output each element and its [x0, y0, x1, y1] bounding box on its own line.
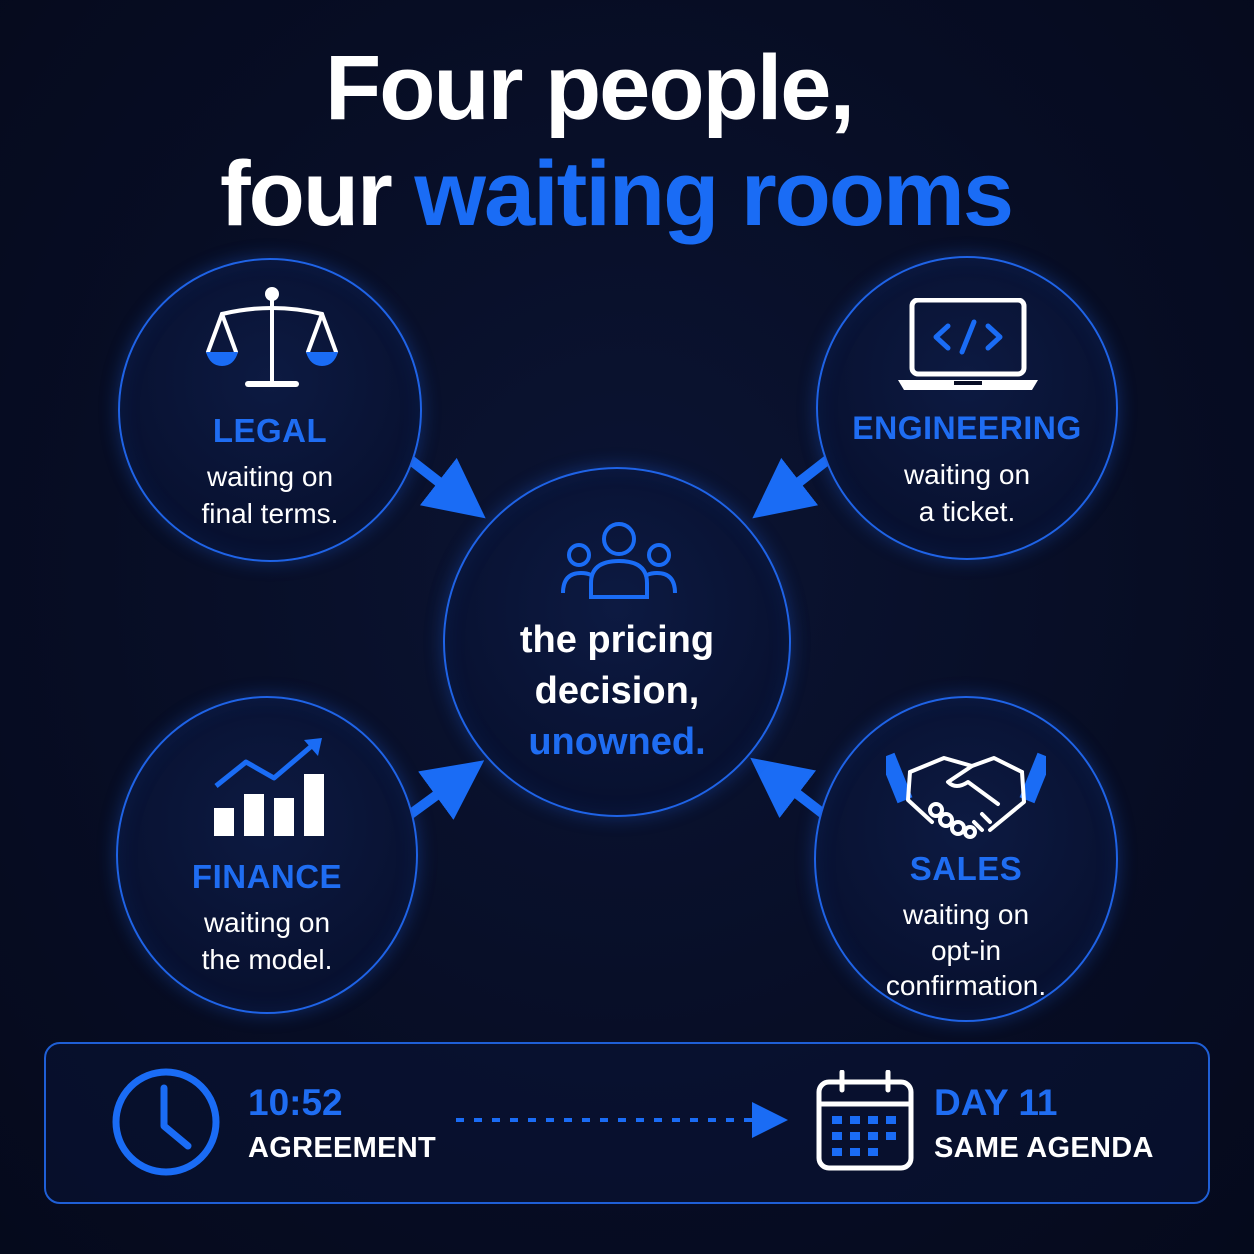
end-label: SAME AGENDA	[934, 1132, 1154, 1164]
sales-desc-3: confirmation.	[885, 970, 1047, 1001]
sales-desc-1: waiting on	[902, 899, 1030, 930]
engineering-label: ENGINEERING	[852, 410, 1082, 446]
center-line-1: the pricing	[519, 619, 715, 661]
title-plain: four	[219, 143, 393, 245]
title-accent: waiting rooms	[414, 143, 1014, 245]
arrow-engineering	[752, 454, 834, 519]
laptop-code-icon	[898, 298, 1038, 390]
sales-label: SALES	[909, 850, 1023, 887]
clock-icon	[112, 1068, 220, 1176]
engineering-desc-2: a ticket.	[918, 496, 1016, 527]
title-line-1: Four people,	[325, 37, 855, 139]
dotted-arrow	[456, 1102, 788, 1138]
title-line-2: four waiting rooms	[0, 148, 1243, 240]
start-time: 10:52	[248, 1082, 343, 1123]
arrow-finance	[405, 760, 485, 821]
people-group-icon	[561, 522, 677, 599]
center-line-2: decision,	[534, 670, 700, 712]
finance-label: FINANCE	[191, 858, 343, 895]
timeline-bar: 10:52 AGREEMENT DAY 11 SAME AGENDA	[44, 1042, 1210, 1204]
node-center: the pricing decision, unowned.	[443, 467, 791, 817]
node-engineering: ENGINEERING waiting on a ticket.	[816, 256, 1118, 560]
arrow-sales	[750, 757, 830, 820]
arrow-legal	[404, 454, 486, 519]
center-line-3: unowned.	[528, 721, 706, 763]
legal-desc-1: waiting on	[206, 461, 334, 492]
sales-desc-2: opt-in	[930, 935, 1002, 966]
end-time: DAY 11	[934, 1082, 1058, 1123]
finance-desc-2: the model.	[201, 944, 333, 975]
handshake-icon	[886, 752, 1046, 839]
scales-icon	[206, 287, 338, 387]
bar-chart-trend-icon	[214, 738, 324, 836]
engineering-desc-1: waiting on	[903, 459, 1031, 490]
legal-desc-2: final terms.	[201, 498, 339, 529]
node-sales: SALES waiting on opt-in confirmation.	[814, 696, 1118, 1022]
legal-label: LEGAL	[212, 412, 328, 449]
finance-desc-1: waiting on	[203, 907, 331, 938]
node-legal: LEGAL waiting on final terms.	[118, 258, 422, 562]
calendar-icon	[816, 1070, 914, 1171]
node-finance: FINANCE waiting on the model.	[116, 696, 418, 1014]
start-label: AGREEMENT	[248, 1132, 436, 1164]
